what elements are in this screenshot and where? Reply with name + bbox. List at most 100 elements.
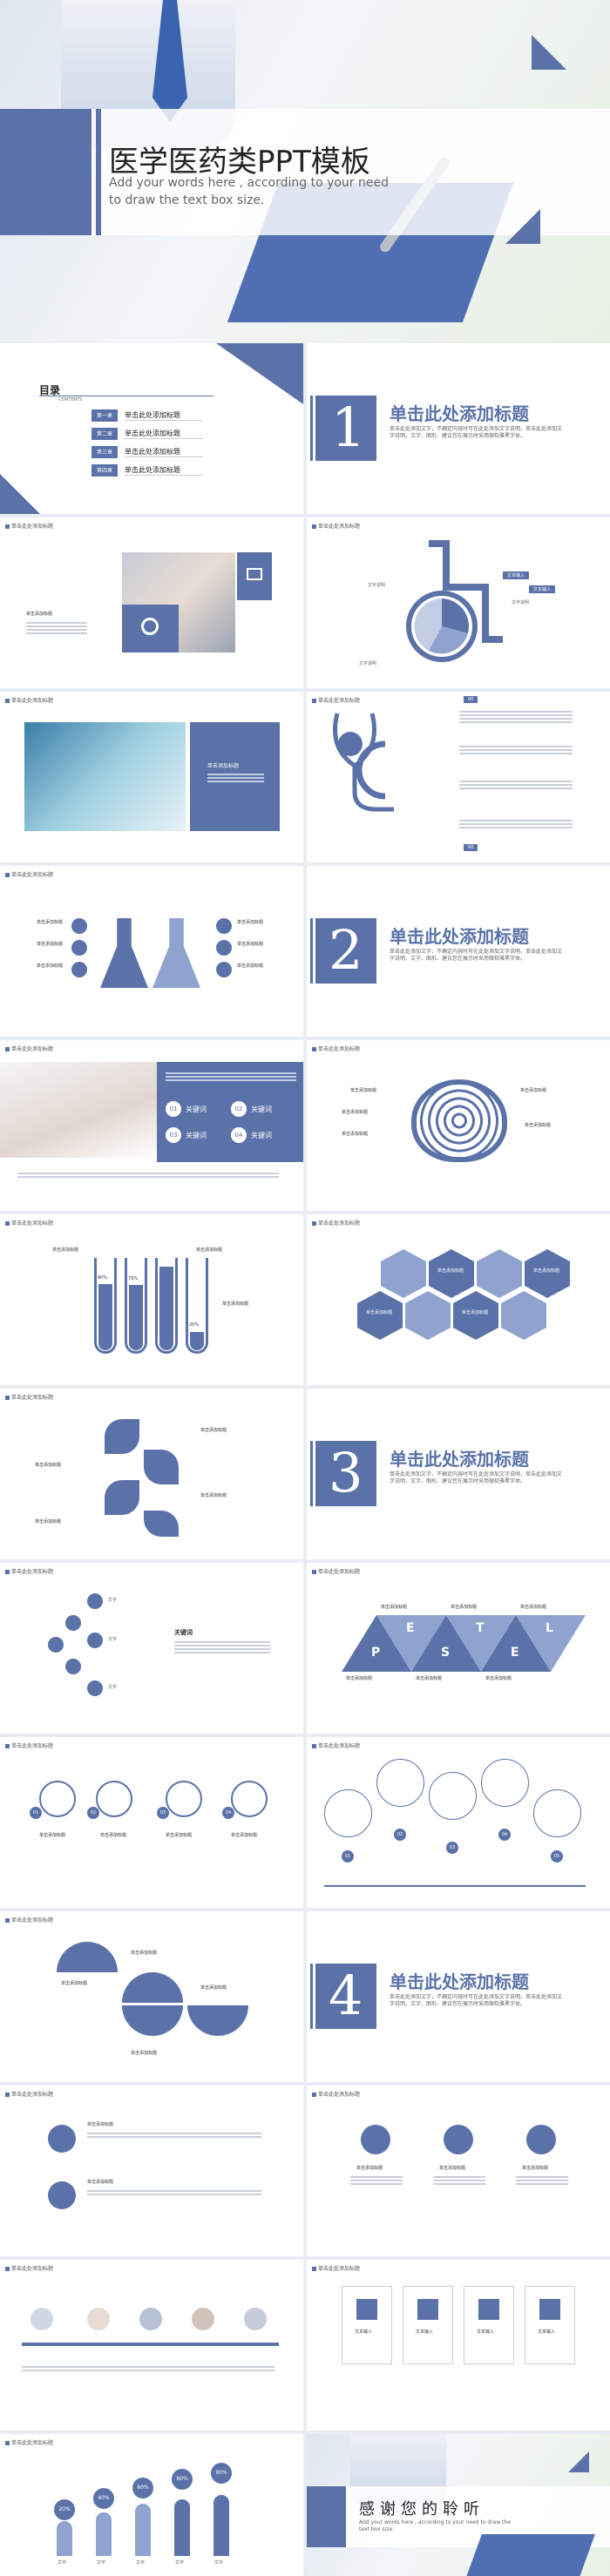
closing-title: 感谢您的聆听 xyxy=(359,2500,485,2519)
slide-cycle: 单击此处添加标题 文字 文字 文字 关键词 xyxy=(0,1563,303,1734)
person-label-5: 文字 xyxy=(214,2560,224,2566)
tube-3 xyxy=(155,1258,178,1354)
photo-circle-3 xyxy=(139,2308,162,2330)
keyword-item-01[interactable]: 01 关键词 xyxy=(166,1101,207,1117)
pestel-letter-p: P xyxy=(371,1646,381,1660)
section-desc: 单击此处添加文字，不确定内容时可在此处添加文字说明，单击此处添加文字说明，文字、… xyxy=(390,1994,563,2007)
toc-item[interactable]: 第二章 单击此处添加标题 xyxy=(92,427,203,440)
section-desc: 单击此处添加文字，不确定内容时可在此处添加文字说明，单击此处添加文字说明，文字、… xyxy=(390,1471,563,1484)
keyword-item-03[interactable]: 03 关键词 xyxy=(166,1127,207,1143)
pestel-letter-t: T xyxy=(476,1621,485,1635)
cycle-icon-2 xyxy=(65,1615,81,1631)
person-label-3: 文字 xyxy=(136,2560,146,2566)
photo-circle-4 xyxy=(192,2308,214,2330)
card-label-3: 文本输入 xyxy=(477,2329,495,2335)
card-3[interactable] xyxy=(464,2286,514,2364)
section-slide-3: 3 单击此处添加标题 单击此处添加文字，不确定内容时可在此处添加文字说明，单击此… xyxy=(307,1389,610,1559)
clock-icon xyxy=(141,618,159,635)
tube-label-3: 单击添加标题 xyxy=(222,1302,249,1307)
toc-item[interactable]: 第四章 单击此处添加标题 xyxy=(92,463,203,477)
pie-badge-1: 文本输入 xyxy=(503,571,530,579)
section-slide-1: 1 单击此处添加标题 单击此处添加文字，不确定内容时可在此处添加文字说明，单击此… xyxy=(307,343,610,514)
toc-heading: 目录 xyxy=(39,384,61,396)
signpost-icon xyxy=(444,2125,473,2154)
cons-title: 单击添加标题 xyxy=(87,2180,114,2185)
flask-label-r1: 单击添加标题 xyxy=(237,920,264,925)
steth-text-2 xyxy=(459,744,573,756)
toc-item[interactable]: 第一章 单击此处添加标题 xyxy=(92,409,203,422)
hex-label-2: 单击添加标题 xyxy=(533,1268,560,1274)
flask-label-l2: 单击添加标题 xyxy=(37,942,64,947)
icon-label-3: 单击添加标题 xyxy=(522,2166,549,2171)
toc-slide: 目录 CONTENTS 第一章 单击此处添加标题 第二章 单击此处添加标题 第三… xyxy=(0,343,303,514)
circle-label-3: 单击添加标题 xyxy=(166,1833,193,1838)
pestel-label-3: 单击添加标题 xyxy=(485,1676,512,1681)
flow-node-1 xyxy=(105,1419,139,1454)
toc-heading-en: CONTENTS xyxy=(58,397,83,402)
keyword-label: 关键词 xyxy=(186,1131,207,1139)
card-2[interactable] xyxy=(403,2286,453,2364)
person-4 xyxy=(174,2499,190,2556)
toc-corner-tri xyxy=(0,474,40,514)
toc-item-num: 第一章 xyxy=(92,409,118,422)
slide-header: 单击此处添加标题 xyxy=(5,1219,53,1227)
timeline-line xyxy=(324,1885,586,1887)
cover-slide: 医学医药类PPT模板 Add your words here , accordi… xyxy=(0,0,610,343)
hex-7 xyxy=(453,1291,498,1340)
keyword-item-04[interactable]: 04 关键词 xyxy=(231,1127,272,1143)
cycle-icon-3 xyxy=(87,1633,103,1648)
photo-timeline-bar xyxy=(22,2343,279,2346)
cover-triangle-top xyxy=(532,35,566,70)
section-slide-4: 4 单击此处添加标题 单击此处添加文字，不确定内容时可在此处添加文字说明，单击此… xyxy=(307,1911,610,2082)
keyword-bottom-text xyxy=(17,1171,279,1180)
keyword-item-02[interactable]: 02 关键词 xyxy=(231,1101,272,1117)
half-circle-4 xyxy=(187,2005,248,2036)
icon-lines-2 xyxy=(433,2174,485,2187)
person-pct-3: 60% xyxy=(132,2478,153,2498)
slide-header: 单击此处添加标题 xyxy=(5,2438,53,2446)
person-3 xyxy=(135,2504,151,2556)
flask-icon-l1 xyxy=(71,918,87,934)
section-slide-2: 2 单击此处添加标题 单击此处添加文字，不确定内容时可在此处添加文字说明，单击此… xyxy=(307,866,610,1037)
hex-8 xyxy=(501,1291,546,1340)
pie-label-2: 文字说明 xyxy=(512,600,530,605)
tube-label-2: 单击添加标题 xyxy=(196,1247,223,1253)
writing-photo xyxy=(0,1062,157,1158)
slide-header: 单击此处添加标题 xyxy=(5,1045,53,1052)
slide-pros-cons: 单击此处添加标题 单击添加标题 单击添加标题 xyxy=(0,2086,303,2256)
section-number-block xyxy=(315,396,376,461)
person-2 xyxy=(96,2512,112,2556)
slide-header: 单击此处添加标题 xyxy=(5,1916,53,1924)
slide-header: 单击此处添加标题 xyxy=(312,1741,360,1749)
half-circle-2 xyxy=(122,1972,183,2003)
section-stripe xyxy=(310,918,313,984)
cycle-icon-5 xyxy=(65,1659,81,1674)
flask-icon-r2 xyxy=(216,940,232,956)
half-circle-1 xyxy=(57,1942,118,1972)
slide-four-circles: 单击此处添加标题 01 02 03 04 单击添加标题 单击添加标题 单击添加标… xyxy=(0,1737,303,1908)
person-label-2: 文字 xyxy=(97,2560,106,2566)
toc-item-num: 第四章 xyxy=(92,463,118,477)
icon-lines-3 xyxy=(516,2174,568,2187)
steth-badge-1: 00 xyxy=(464,696,478,703)
card-4[interactable] xyxy=(525,2286,575,2364)
card-label-4: 文本输入 xyxy=(538,2329,556,2335)
pestel-letter-l: L xyxy=(546,1621,553,1635)
toc-item[interactable]: 第三章 单击此处添加标题 xyxy=(92,445,203,458)
slide-three-icons: 单击此处添加标题 单击添加标题 单击添加标题 单击添加标题 xyxy=(307,2086,610,2256)
hex-label-3: 单击添加标题 xyxy=(366,1310,393,1315)
timeline-num-2: 02 xyxy=(394,1829,406,1841)
pestel-label-5: 单击添加标题 xyxy=(451,1605,478,1610)
slide-header: 单击此处添加标题 xyxy=(5,522,53,530)
photo-circle-5 xyxy=(244,2308,267,2330)
brain-label-3: 单击添加标题 xyxy=(342,1132,369,1137)
pie-slice-3 xyxy=(414,598,442,651)
card-1[interactable] xyxy=(342,2286,392,2364)
steth-badge-2: 00 xyxy=(464,844,478,851)
slide-header: 单击此处添加标题 xyxy=(312,696,360,704)
slide-half-circles: 单击此处添加标题 单击添加标题 单击添加标题 单击添加标题 单击添加标题 xyxy=(0,1911,303,2082)
keyword-num: 04 xyxy=(231,1127,247,1143)
slide-photo-timeline: 单击此处添加标题 xyxy=(0,2260,303,2431)
section-stripe xyxy=(310,1441,313,1506)
section-number: 3 xyxy=(329,1441,363,1504)
